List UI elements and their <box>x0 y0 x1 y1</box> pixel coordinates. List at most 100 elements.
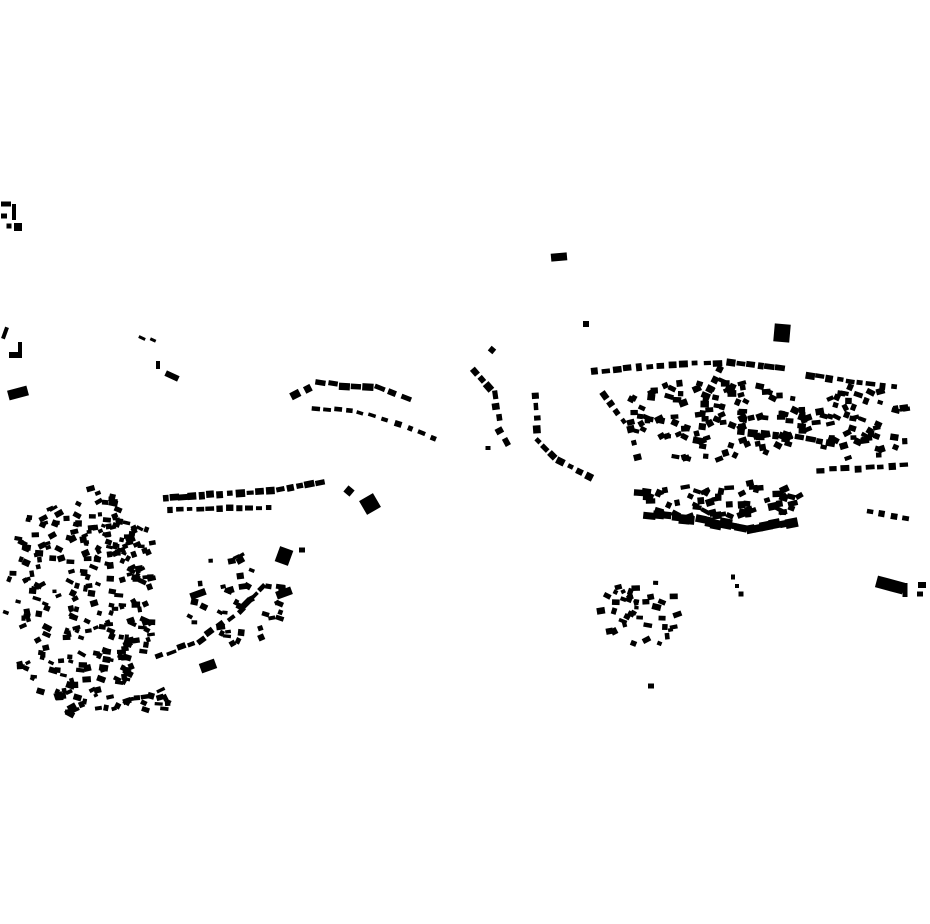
building <box>668 361 677 369</box>
building <box>61 687 67 695</box>
building <box>2 609 10 616</box>
building <box>83 556 92 562</box>
building <box>657 431 666 441</box>
building <box>677 390 684 397</box>
building <box>714 455 724 463</box>
building <box>109 524 117 530</box>
building <box>631 585 641 592</box>
building <box>121 542 129 550</box>
building <box>653 580 659 585</box>
building <box>820 444 828 450</box>
building <box>141 706 151 714</box>
building <box>105 544 113 550</box>
building <box>844 454 853 462</box>
building <box>234 637 242 645</box>
building <box>721 448 730 458</box>
building <box>274 614 285 622</box>
building <box>21 558 31 568</box>
building <box>124 634 129 640</box>
building <box>715 364 724 374</box>
building <box>739 384 746 391</box>
building <box>107 632 116 641</box>
building <box>93 554 100 561</box>
building <box>567 463 575 470</box>
building <box>72 693 83 702</box>
building <box>84 541 89 546</box>
building <box>71 595 79 603</box>
building <box>235 555 246 565</box>
building <box>111 606 119 611</box>
building <box>711 394 720 401</box>
building <box>737 412 748 422</box>
building <box>776 392 783 399</box>
building <box>491 402 500 411</box>
building <box>52 589 57 594</box>
building <box>66 559 75 565</box>
building <box>278 585 286 591</box>
building <box>849 403 857 412</box>
building <box>77 650 87 658</box>
building <box>583 321 589 327</box>
building <box>533 402 539 411</box>
building <box>155 693 165 702</box>
building <box>85 583 93 589</box>
building <box>130 550 138 559</box>
building <box>126 616 136 625</box>
building <box>393 419 403 428</box>
building <box>145 636 151 643</box>
building <box>176 506 184 512</box>
building <box>148 540 156 546</box>
building <box>826 413 834 420</box>
building <box>362 383 374 392</box>
building <box>18 556 24 563</box>
building <box>849 415 857 422</box>
building <box>661 381 670 390</box>
building <box>700 400 709 408</box>
building <box>118 634 125 640</box>
building <box>763 496 771 504</box>
building <box>105 694 115 700</box>
building <box>700 391 711 401</box>
building <box>794 491 804 500</box>
building <box>747 414 755 422</box>
building <box>815 438 824 445</box>
building <box>146 691 156 700</box>
building <box>682 423 692 432</box>
building <box>703 360 712 366</box>
building <box>805 435 817 443</box>
building <box>596 606 606 615</box>
building <box>186 613 194 620</box>
building <box>629 639 638 647</box>
building <box>311 406 321 412</box>
building <box>670 509 682 519</box>
building <box>41 630 52 639</box>
building <box>113 505 123 514</box>
building <box>104 561 113 568</box>
building <box>755 412 765 422</box>
building <box>789 405 800 416</box>
building <box>177 493 189 501</box>
building <box>722 386 732 394</box>
building <box>768 518 781 530</box>
building <box>113 499 118 504</box>
building <box>127 563 137 572</box>
building <box>257 624 264 632</box>
building <box>661 486 669 494</box>
building <box>146 619 156 626</box>
building <box>226 490 233 497</box>
building <box>874 575 906 595</box>
building <box>917 591 923 597</box>
building <box>901 515 910 522</box>
building <box>245 505 253 511</box>
building <box>50 519 60 528</box>
building <box>606 399 616 409</box>
building <box>74 500 82 507</box>
building <box>238 583 248 590</box>
building <box>762 430 771 439</box>
building <box>73 606 80 613</box>
building <box>34 585 39 590</box>
building <box>618 617 628 625</box>
building <box>96 674 107 684</box>
building <box>38 514 49 523</box>
building <box>814 407 825 416</box>
